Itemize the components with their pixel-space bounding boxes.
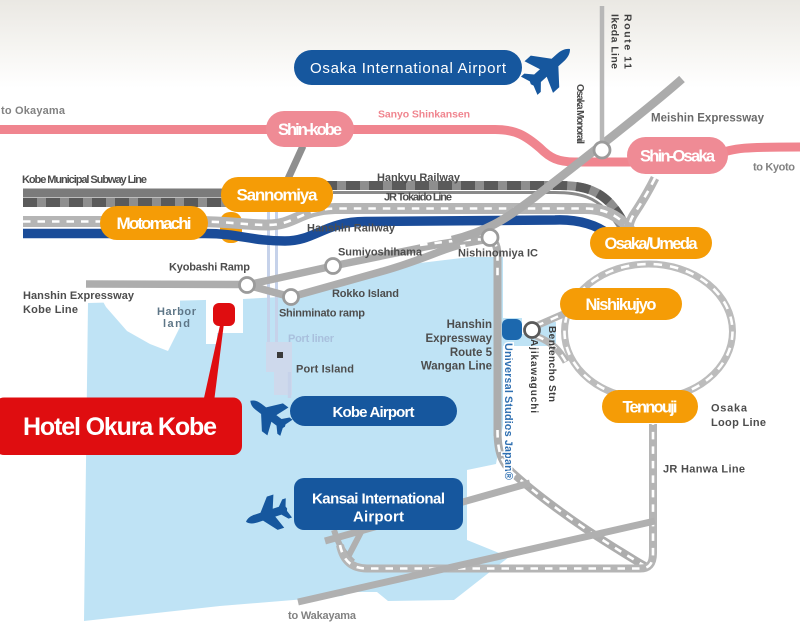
svg-text:Osaka Monorail: Osaka Monorail	[574, 84, 585, 144]
svg-text:Kobe Line: Kobe Line	[23, 304, 78, 316]
svg-text:JR Tokaido Line: JR Tokaido Line	[384, 192, 452, 204]
svg-text:Shin-kobe: Shin-kobe	[278, 121, 342, 139]
svg-text:Hanshin Railway: Hanshin Railway	[307, 223, 396, 235]
svg-text:Route 5: Route 5	[450, 347, 493, 359]
svg-text:JR Hanwa Line: JR Hanwa Line	[663, 464, 745, 476]
svg-text:Sumiyoshihama: Sumiyoshihama	[338, 247, 423, 259]
svg-text:Kobe Airport: Kobe Airport	[333, 404, 415, 421]
svg-text:Meishin Expressway: Meishin Expressway	[651, 113, 765, 125]
svg-text:Hotel Okura Kobe: Hotel Okura Kobe	[23, 413, 217, 441]
svg-text:to Okayama: to Okayama	[1, 105, 66, 117]
svg-text:Shin-Osaka: Shin-Osaka	[640, 148, 716, 166]
svg-text:Loop Line: Loop Line	[711, 417, 766, 429]
svg-text:Nishinomiya IC: Nishinomiya IC	[458, 248, 538, 260]
svg-text:to Wakayama: to Wakayama	[288, 610, 357, 622]
svg-text:Port liner: Port liner	[288, 333, 335, 345]
svg-text:Sanyo Shinkansen: Sanyo Shinkansen	[378, 109, 470, 121]
svg-text:Kyobashi Ramp: Kyobashi Ramp	[169, 262, 250, 274]
svg-text:Kansai International: Kansai International	[312, 491, 445, 508]
svg-text:Osaka: Osaka	[711, 403, 748, 415]
svg-text:Ikeda Line: Ikeda Line	[609, 14, 621, 69]
svg-text:Shinminato ramp: Shinminato ramp	[279, 308, 365, 320]
svg-text:Osaka International Airport: Osaka International Airport	[310, 60, 507, 77]
svg-text:to Kyoto: to Kyoto	[753, 162, 795, 174]
svg-text:Hankyu Railway: Hankyu Railway	[377, 172, 461, 184]
svg-text:Universal Studios Japan®: Universal Studios Japan®	[502, 343, 514, 480]
svg-text:Bentencho Stn: Bentencho Stn	[546, 326, 557, 402]
svg-text:Kobe Municipal Subway Line: Kobe Municipal Subway Line	[22, 174, 147, 186]
svg-text:Port Island: Port Island	[296, 364, 354, 376]
svg-text:Route 11: Route 11	[622, 14, 634, 69]
svg-text:Osaka/Umeda: Osaka/Umeda	[605, 235, 699, 253]
svg-text:Sannomiya: Sannomiya	[237, 186, 319, 205]
svg-text:Wangan Line: Wangan Line	[421, 361, 492, 373]
svg-text:Motomachi: Motomachi	[117, 214, 192, 233]
svg-text:Airport: Airport	[353, 509, 404, 526]
svg-text:Nishikujyo: Nishikujyo	[586, 296, 657, 314]
svg-text:Ajikawaguchi: Ajikawaguchi	[528, 339, 539, 413]
svg-text:Expressway: Expressway	[426, 333, 493, 345]
svg-text:Hanshin Expressway: Hanshin Expressway	[23, 290, 135, 302]
svg-text:Hanshin: Hanshin	[447, 319, 492, 331]
svg-text:Rokko Island: Rokko Island	[332, 288, 399, 300]
svg-text:Harbor: Harbor	[157, 306, 197, 318]
svg-text:land: land	[163, 318, 190, 330]
svg-text:Tennouji: Tennouji	[623, 399, 678, 417]
